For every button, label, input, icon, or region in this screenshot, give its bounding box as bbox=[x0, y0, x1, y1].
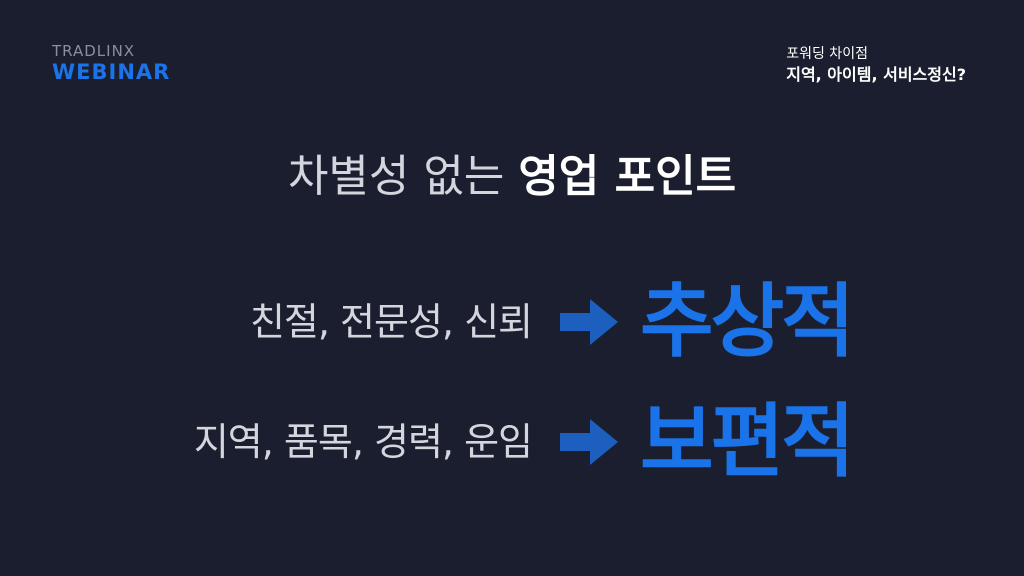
headline-light-text: 차별성 없는 bbox=[287, 151, 505, 202]
row-2-keywords: 지역, 품목, 경력, 운임 bbox=[193, 420, 533, 464]
brand-name: TRADLINX bbox=[52, 42, 136, 60]
brand-logo: TRADLINX WEBINAR bbox=[52, 42, 170, 84]
topic-header: 포워딩 차이점 지역, 아이템, 서비스정신? bbox=[786, 44, 966, 86]
arrow-right-icon bbox=[560, 419, 618, 465]
row-2-result: 보편적 bbox=[640, 395, 855, 488]
headline-bold-text: 영업 포인트 bbox=[518, 151, 737, 202]
row-1-keywords: 친절, 전문성, 신뢰 bbox=[249, 300, 533, 344]
comparison-row-1: 친절, 전문성, 신뢰 추상적 bbox=[0, 272, 1024, 372]
slide-headline: 차별성 없는 영업 포인트 bbox=[0, 148, 1024, 206]
arrow-right-icon bbox=[560, 299, 618, 345]
topic-subtitle: 포워딩 차이점 bbox=[786, 46, 868, 62]
brand-webinar-label: WEBINAR bbox=[52, 60, 171, 84]
topic-title: 지역, 아이템, 서비스정신? bbox=[786, 65, 966, 84]
comparison-row-2: 지역, 품목, 경력, 운임 보편적 bbox=[0, 392, 1024, 492]
row-1-result: 추상적 bbox=[640, 275, 855, 368]
